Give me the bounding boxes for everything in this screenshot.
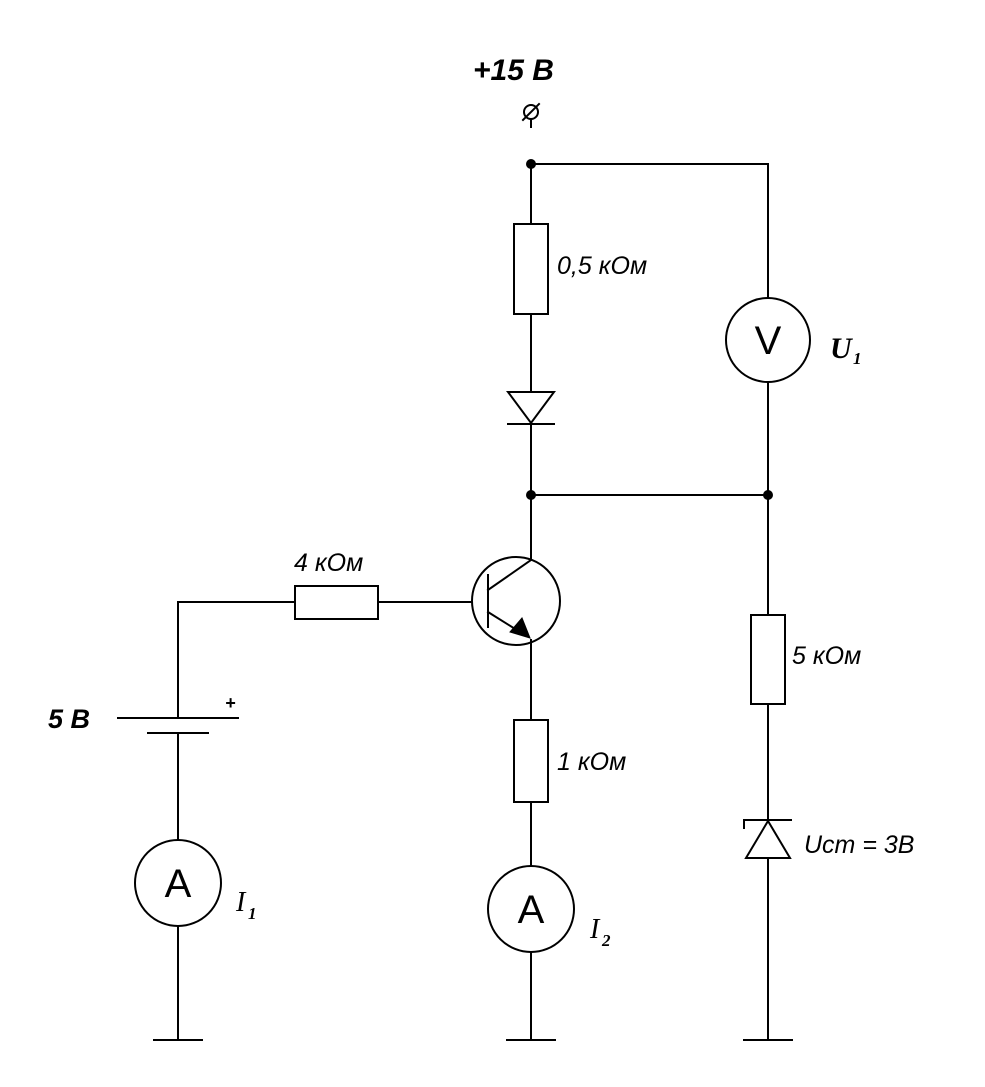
ammeter-2-label-sub: 2 [601,931,611,950]
resistor-right-label: 5 кОм [792,642,861,670]
battery-plus: + [225,693,236,713]
voltmeter-symbol: V [755,319,782,363]
ammeter-1-label-sub: 1 [248,904,257,923]
zener-label: Uст = 3В [804,831,914,859]
resistor-right [750,614,786,705]
zener-diode-icon [743,819,792,859]
battery-label: 5 В [48,704,90,734]
npn-transistor-icon [471,556,561,646]
junction-right [763,490,773,500]
resistor-emitter-label: 1 кОм [557,748,626,776]
resistor-base [294,585,379,620]
ammeter-2-symbol: A [518,888,545,932]
resistor-top-label: 0,5 кОм [557,252,647,280]
ammeter-2-label: I [589,914,601,945]
supply-label: +15 В [473,54,554,87]
resistor-top [513,223,549,315]
voltmeter-label: U [830,332,853,365]
supply-terminal-icon [521,102,541,128]
resistor-emitter [513,719,549,803]
resistor-base-label: 4 кОм [294,549,363,577]
diode-icon [506,391,556,425]
battery-icon [117,717,239,734]
junction-collector [526,490,536,500]
ammeter-1-label: I [235,887,247,918]
ammeter-1-symbol: A [165,862,192,906]
wire-supply [530,163,769,299]
junction-top [526,159,536,169]
wire-base [177,601,473,718]
voltmeter-label-sub: 1 [853,349,862,368]
